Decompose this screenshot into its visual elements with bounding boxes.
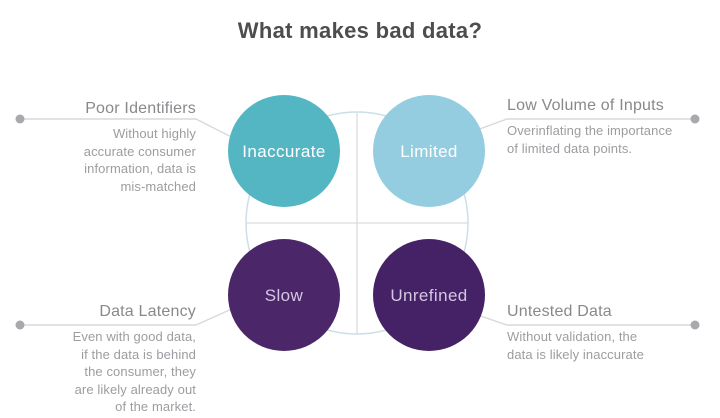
bubble-unrefined <box>373 239 485 351</box>
bubble-label-unrefined: Unrefined <box>390 286 467 305</box>
bubble-inaccurate <box>228 95 340 207</box>
connector-dot-top-left <box>15 114 25 124</box>
connector-dot-bottom-left <box>15 320 25 330</box>
page-title: What makes bad data? <box>237 18 483 43</box>
connector-dot-bottom-right <box>690 320 700 330</box>
callout-data-latency: Data Latency Even with good data, if the… <box>6 302 196 416</box>
bubble-label-slow: Slow <box>265 286 304 305</box>
callout-heading: Low Volume of Inputs <box>507 97 664 114</box>
callout-heading: Data Latency <box>99 303 196 320</box>
callout-heading: Poor Identifiers <box>85 100 196 117</box>
callout-heading: Untested Data <box>507 303 612 320</box>
callout-poor-identifiers: Poor Identifiers Without highly accurate… <box>16 99 196 195</box>
bubble-slow <box>228 239 340 351</box>
callout-untested-data: Untested Data Without validation, the da… <box>507 302 702 363</box>
callout-body: Without highly accurate consumer informa… <box>83 126 196 194</box>
bubble-label-inaccurate: Inaccurate <box>242 142 325 161</box>
connector-dot-top-right <box>690 114 700 124</box>
callout-body: Overinflating the importance of limited … <box>507 123 673 156</box>
bubble-label-limited: Limited <box>400 142 458 161</box>
callout-body: Without validation, the data is likely i… <box>507 329 644 362</box>
bubble-limited <box>373 95 485 207</box>
callout-body: Even with good data, if the data is behi… <box>72 329 196 414</box>
callout-low-volume-of-inputs: Low Volume of Inputs Overinflating the i… <box>507 96 712 157</box>
leader-line-bottom-left <box>20 302 246 326</box>
